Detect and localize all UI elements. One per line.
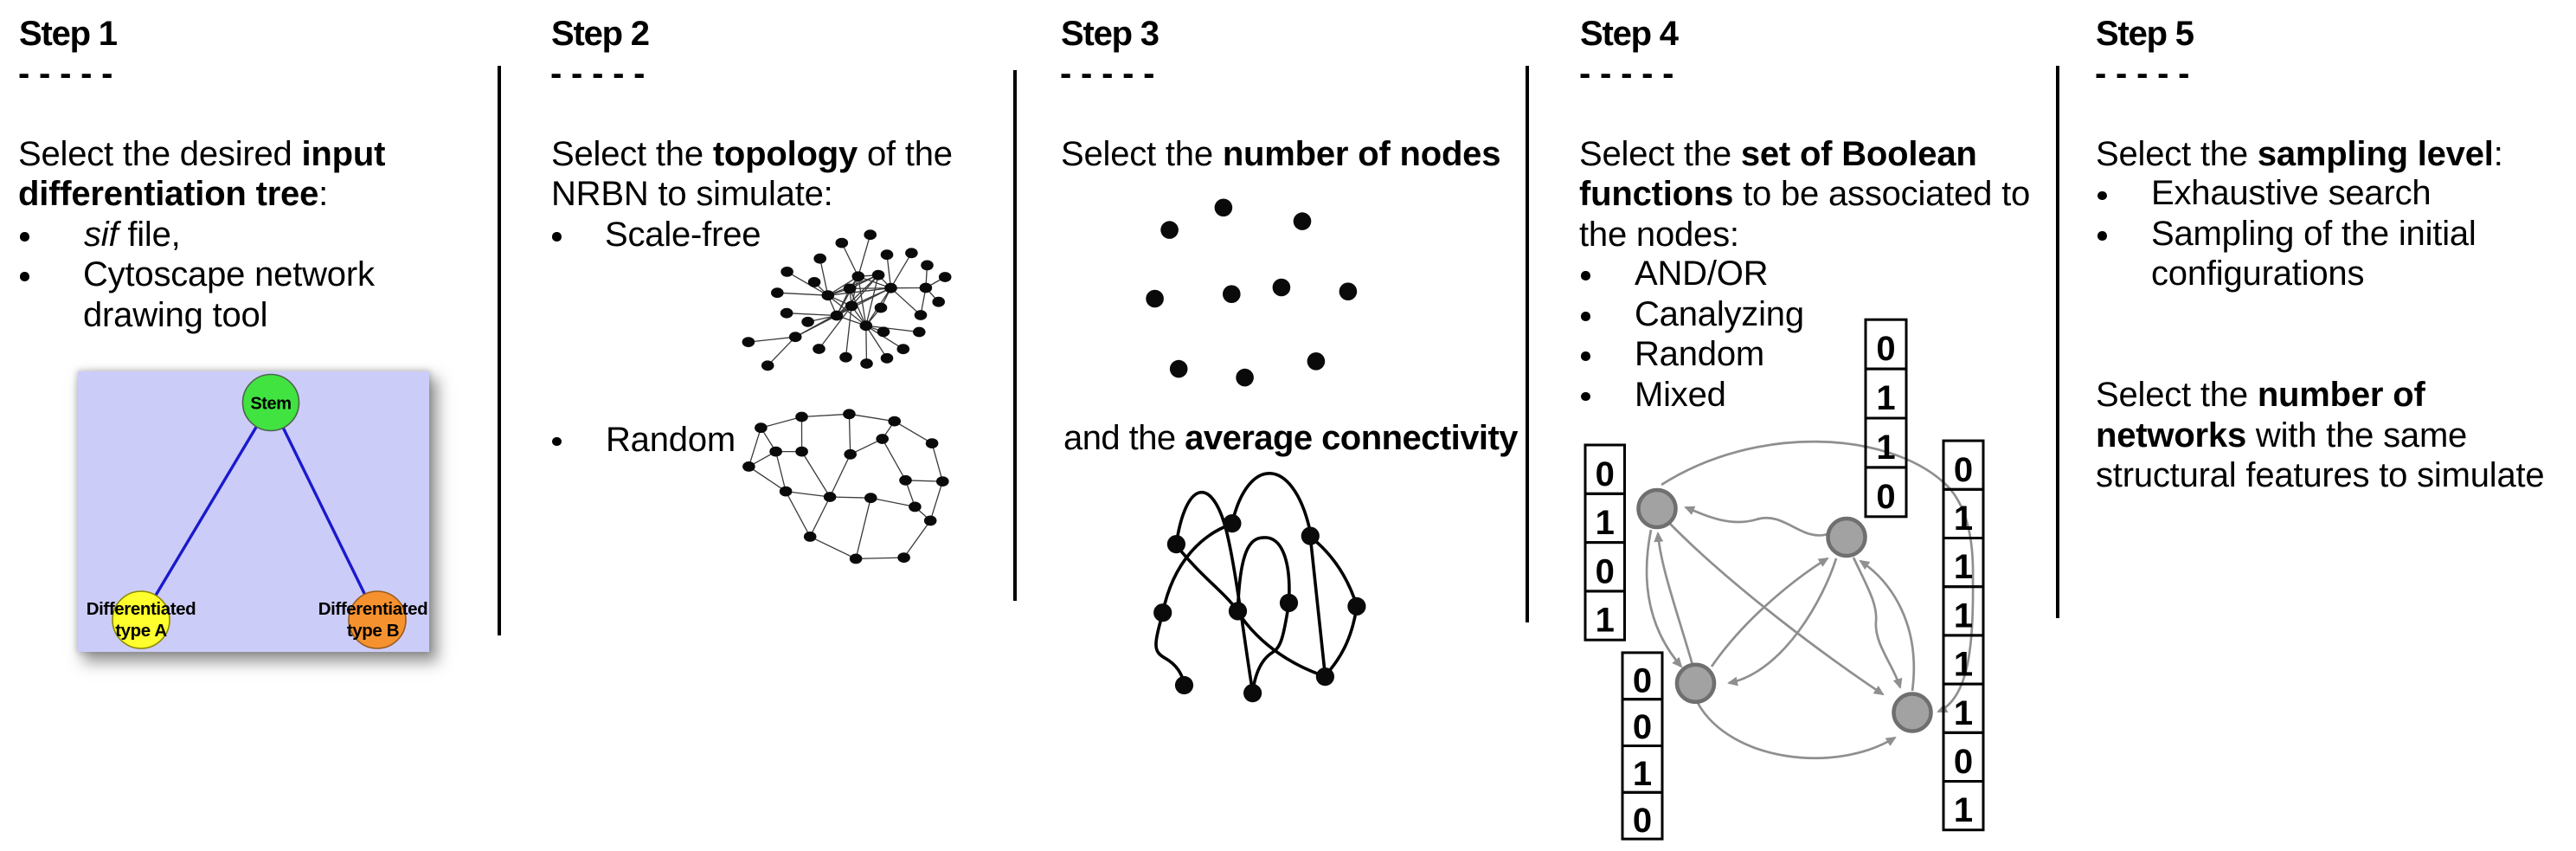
- svg-text:1: 1: [1876, 379, 1895, 417]
- svg-text:1: 1: [1954, 500, 1973, 538]
- svg-text:0: 0: [1954, 743, 1973, 781]
- svg-text:type A: type A: [115, 621, 167, 641]
- svg-text:1: 1: [1596, 504, 1615, 542]
- svg-text:Stem: Stem: [250, 395, 291, 414]
- svg-text:type B: type B: [347, 621, 399, 641]
- svg-text:Differentiated: Differentiated: [87, 599, 196, 619]
- svg-text:0: 0: [1633, 708, 1652, 746]
- svg-text:1: 1: [1633, 755, 1652, 793]
- svg-text:1: 1: [1954, 596, 1973, 635]
- svg-text:1: 1: [1954, 694, 1973, 732]
- svg-text:0: 0: [1596, 455, 1615, 493]
- svg-text:1: 1: [1954, 646, 1973, 684]
- svg-text:1: 1: [1596, 602, 1615, 640]
- svg-text:1: 1: [1954, 791, 1973, 829]
- svg-text:Differentiated: Differentiated: [318, 599, 428, 619]
- svg-text:0: 0: [1876, 330, 1895, 368]
- svg-text:1: 1: [1876, 429, 1895, 467]
- svg-text:0: 0: [1633, 802, 1652, 840]
- svg-text:1: 1: [1954, 548, 1973, 586]
- svg-text:0: 0: [1954, 451, 1973, 489]
- svg-text:0: 0: [1876, 478, 1895, 516]
- svg-text:0: 0: [1633, 661, 1652, 699]
- svg-text:0: 0: [1596, 552, 1615, 590]
